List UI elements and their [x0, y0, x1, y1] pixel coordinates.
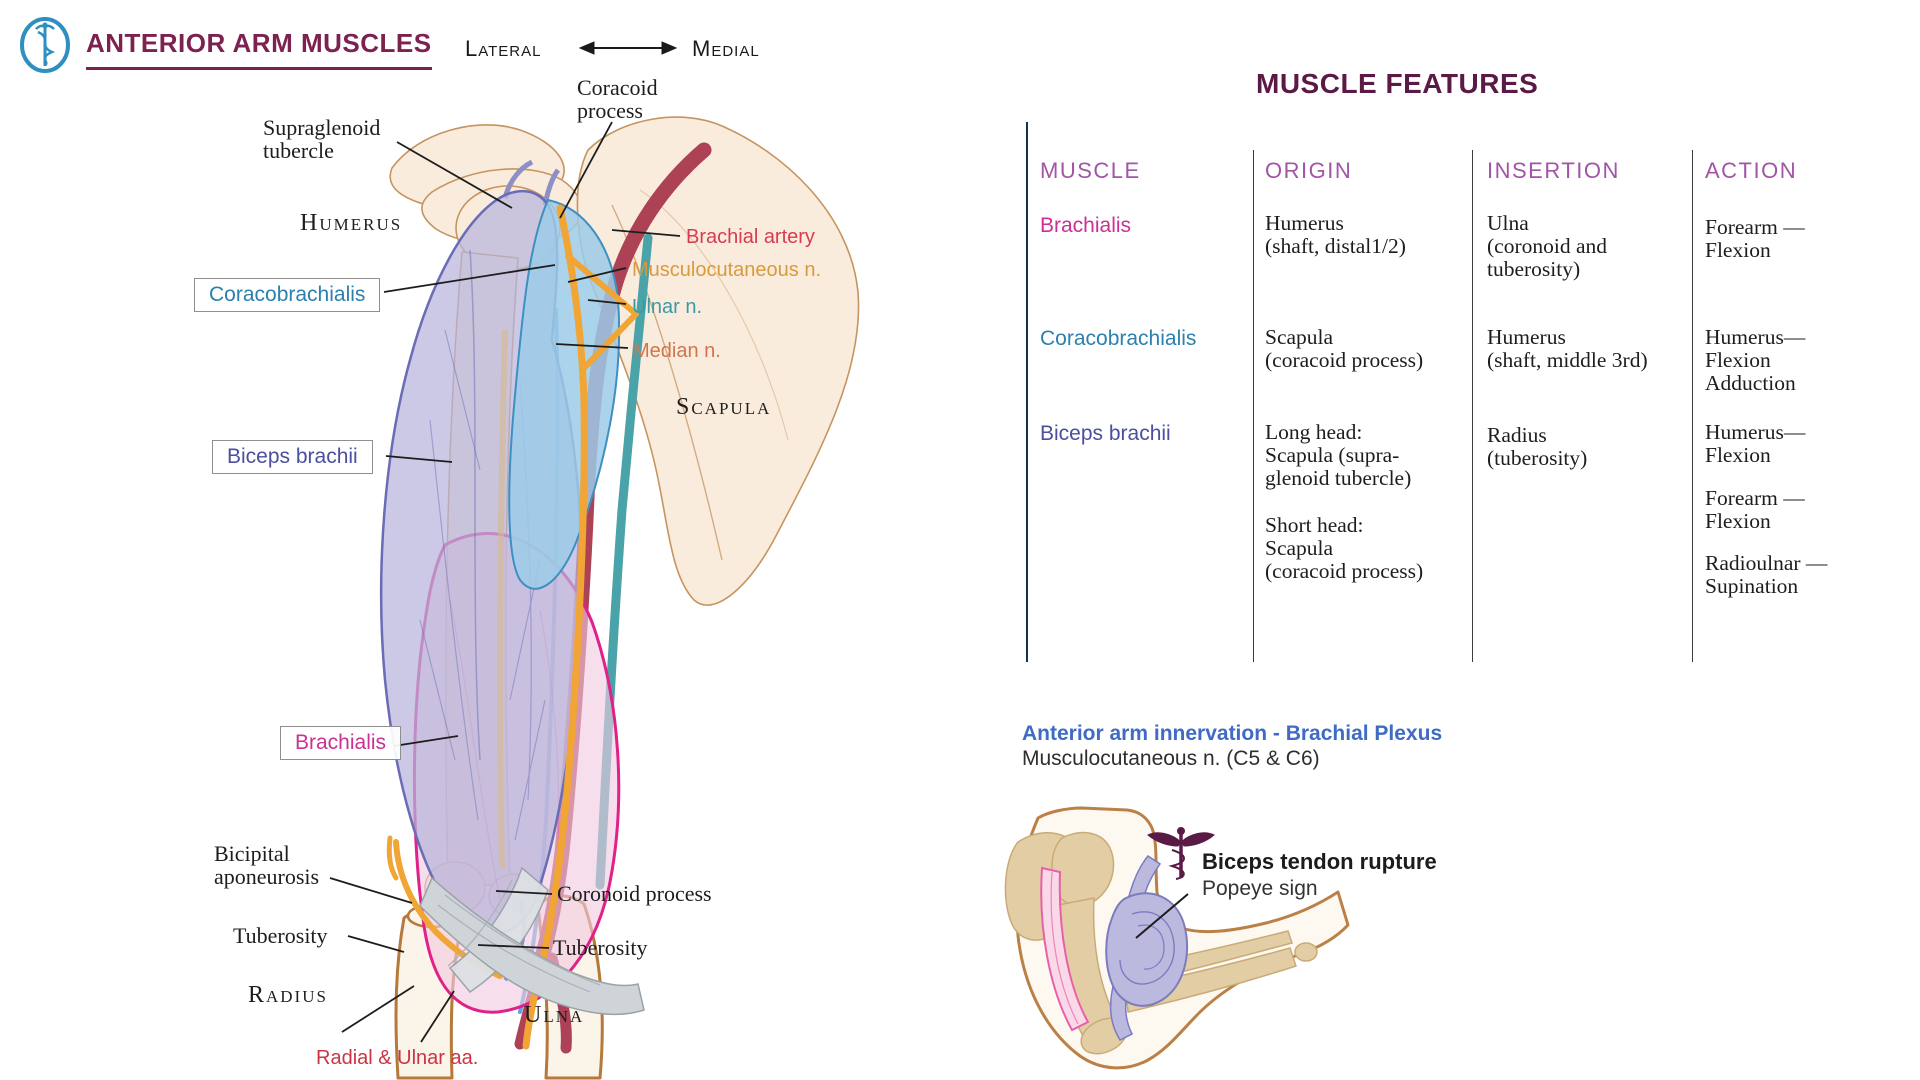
orientation-medial-label: Medial [692, 36, 760, 61]
page-title: ANTERIOR ARM MUSCLES [86, 28, 432, 70]
lateral-medial-arrow [578, 41, 678, 55]
table-row-brachialis-origin: Humerus(shaft, distal1/2) [1265, 211, 1406, 258]
retracted-biceps-shape [1105, 855, 1188, 1041]
column-header-origin: ORIGIN [1265, 158, 1353, 183]
label-ulna: Ulna [524, 1002, 585, 1028]
table-row-biceps-action-2: Forearm —Flexion [1705, 486, 1805, 533]
bicipital-aponeurosis-shape [419, 866, 645, 1016]
table-divider-2 [1472, 150, 1473, 662]
label-coracobrachialis: Coracobrachialis [194, 278, 381, 312]
popeye-illustration [1004, 806, 1350, 1070]
label-median-nerve: Median n. [633, 340, 721, 362]
table-row-coracobrachialis-insertion: Humerus(shaft, middle 3rd) [1487, 325, 1648, 372]
caduceus-icon [1147, 827, 1215, 880]
table-row-coracobrachialis-origin: Scapula(coracoid process) [1265, 325, 1424, 372]
label-coronoid-process: Coronoid process [557, 881, 712, 906]
column-header-muscle: MUSCLE [1040, 158, 1141, 183]
label-ulnar-nerve: Ulnar n. [632, 296, 703, 318]
logo-caduceus-icon [20, 17, 70, 73]
clinical-title: Biceps tendon rupture [1202, 849, 1437, 874]
column-header-insertion: INSERTION [1487, 158, 1620, 183]
table-row-biceps-insertion: Radius(tuberosity) [1487, 423, 1588, 470]
table-row-brachialis-action: Forearm —Flexion [1705, 215, 1805, 262]
brachialis-remnant-shape [1040, 866, 1090, 1032]
label-tuberosity-radius: Tuberosity [233, 923, 328, 948]
table-row-biceps-action-1: Humerus—Flexion [1705, 420, 1806, 467]
innervation-detail: Musculocutaneous n. (C5 & C6) [1022, 747, 1320, 770]
innervation-heading: Anterior arm innervation - Brachial Plex… [1022, 722, 1443, 745]
label-musculocutaneous-nerve: Musculocutaneous n. [632, 259, 822, 281]
table-row-biceps-name: Biceps brachii [1040, 422, 1171, 445]
orientation-lateral-label: Lateral [465, 36, 542, 61]
table-row-brachialis-name: Brachialis [1040, 214, 1132, 237]
table-divider-3 [1692, 150, 1693, 662]
label-tuberosity-ulna: Tuberosity [553, 935, 648, 960]
clinical-subtitle: Popeye sign [1202, 877, 1318, 900]
label-humerus: Humerus [300, 210, 403, 236]
table-border-left [1026, 122, 1028, 662]
table-row-biceps-action-3: Radioulnar —Supination [1705, 551, 1828, 598]
leader-lines [329, 121, 681, 1043]
table-row-biceps-origin-long: Long head:Scapula (supra-glenoid tubercl… [1265, 420, 1412, 490]
label-brachialis: Brachialis [280, 726, 402, 760]
table-row-coracobrachialis-name: Coracobrachialis [1040, 327, 1197, 350]
table-row-biceps-origin-short: Short head:Scapula(coracoid process) [1265, 513, 1424, 583]
table-title: MUSCLE FEATURES [1256, 68, 1539, 99]
label-radial-ulnar-arteries: Radial & Ulnar aa. [316, 1047, 479, 1069]
label-biceps-brachii: Biceps brachii [212, 440, 373, 474]
label-radius: Radius [248, 982, 328, 1008]
label-brachial-artery: Brachial artery [686, 226, 815, 248]
label-scapula: Scapula [676, 394, 772, 420]
table-divider-1 [1253, 150, 1254, 662]
column-header-action: ACTION [1705, 158, 1798, 183]
